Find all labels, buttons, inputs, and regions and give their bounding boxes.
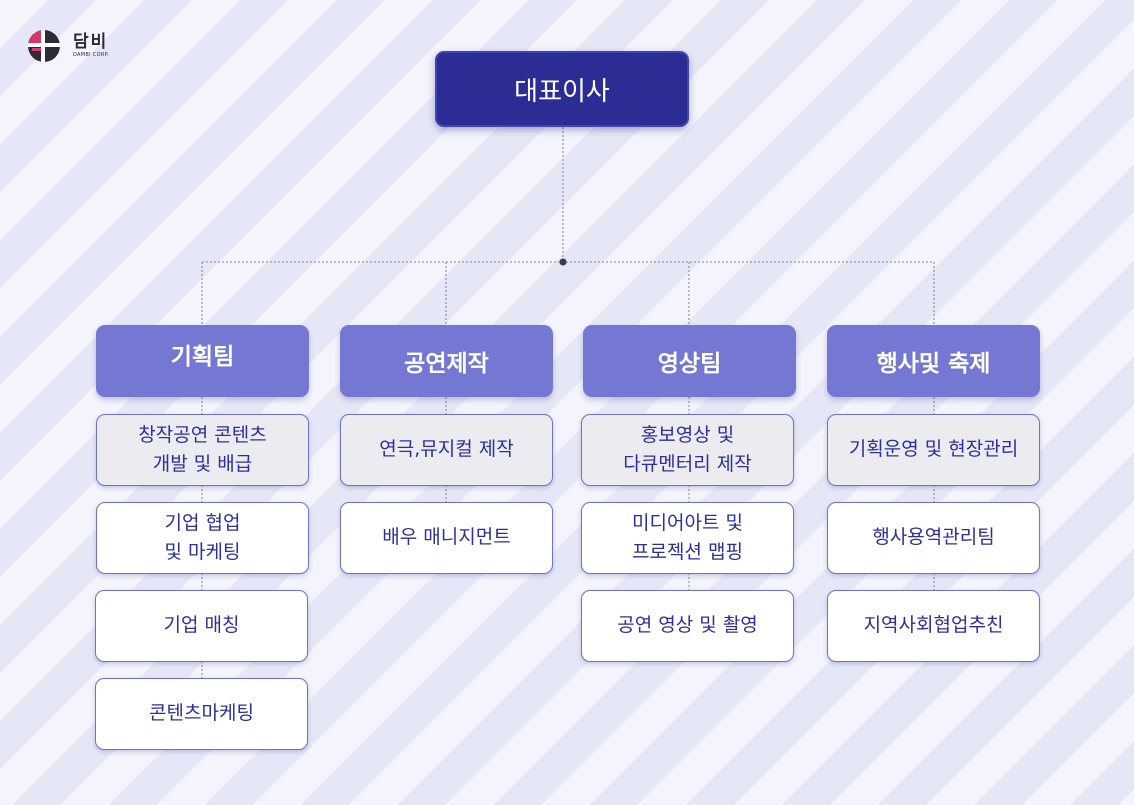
role-box: 창작공연 콘텐츠 개발 및 배급: [96, 414, 309, 486]
team-video: 영상팀: [583, 325, 796, 397]
role-box: 지역사회협업추친: [827, 590, 1040, 662]
role-box: 기업 협업 및 마케팅: [96, 502, 309, 574]
dambi-logo-icon: [28, 30, 60, 62]
role-box: 배우 매니지먼트: [340, 502, 553, 574]
role-box: 기획운영 및 현장관리: [827, 414, 1040, 486]
team-production: 공연제작: [340, 325, 553, 397]
role-box: 기업 매칭: [95, 590, 308, 662]
role-box: 홍보영상 및 다큐멘터리 제작: [581, 414, 794, 486]
ceo-box: 대표이사: [435, 51, 689, 127]
company-logo: 담비 DAMBI CORP.: [27, 29, 127, 65]
role-box: 행사용역관리팀: [827, 502, 1040, 574]
team-planning: 기획팀: [96, 325, 309, 397]
logo-subtext: DAMBI CORP.: [73, 52, 110, 58]
logo-text: 담비: [73, 32, 109, 52]
team-events: 행사및 축제: [827, 325, 1040, 397]
role-box: 연극,뮤지컬 제작: [340, 414, 553, 486]
role-box: 공연 영상 및 촬영: [581, 590, 794, 662]
role-box: 콘텐츠마케팅: [95, 678, 308, 750]
role-box: 미디어아트 및 프로젝션 맵핑: [581, 502, 794, 574]
